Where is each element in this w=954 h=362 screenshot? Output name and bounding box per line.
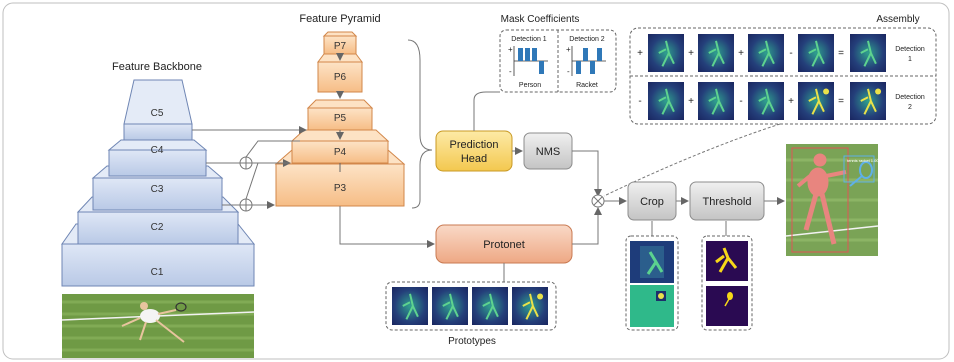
assembly-row1-result [850, 34, 886, 72]
assembly-row1-op-4: = [838, 48, 844, 59]
det1-plus-sign: + [508, 45, 513, 54]
pyramid-stack [274, 31, 406, 207]
det1-minus-sign: - [509, 67, 512, 76]
segmented-player [796, 153, 847, 245]
assembly-to-crop-connector [603, 123, 781, 197]
pyramid-label-p4: P4 [334, 147, 347, 158]
assembly-row2-op-3: + [788, 96, 794, 107]
mask-coefficients-panel: Detection 1 Detection 2 + - Person + - R… [499, 29, 617, 93]
prototypes-title: Prototypes [448, 336, 496, 347]
backbone-c2 [77, 211, 239, 245]
assembly-row1-map-4 [798, 34, 834, 72]
protonet-label: Protonet [483, 239, 525, 251]
backbone-label-c2: C2 [151, 222, 164, 233]
assembly-row1-op-1: + [688, 48, 694, 59]
assembly-row2-map-3 [748, 82, 784, 120]
threshold-module: Threshold [689, 181, 765, 221]
prediction-head-label-line2: Head [461, 153, 487, 165]
assembly-row2-op-1: + [688, 96, 694, 107]
feature-pyramid-title: Feature Pyramid [299, 13, 380, 25]
prototype-map-3 [472, 287, 508, 325]
assembly-row2-result [850, 82, 886, 120]
det2-coefficient-bars [576, 48, 602, 74]
pyramid-label-p6: P6 [334, 72, 347, 83]
backbone-label-c5: C5 [151, 108, 164, 119]
assembly-row2-op-4: = [838, 96, 844, 107]
backbone-c1 [61, 243, 255, 287]
threshold-thumbnails [701, 235, 753, 331]
nms-module: NMS [523, 132, 573, 170]
prototype-map-1 [392, 287, 428, 325]
lateral-connections [192, 126, 307, 209]
det1-coefficient-bars [518, 48, 544, 74]
assembly-row1-label-line2: 1 [908, 56, 912, 63]
flow-connectors [339, 91, 785, 282]
mask-coeff-detection2: Detection 2 [569, 36, 605, 43]
crop-thumb-racket [630, 285, 674, 327]
assembly-row2-op-0: - [638, 96, 641, 107]
pyramid-label-p3: P3 [334, 183, 347, 194]
threshold-thumb-racket [706, 286, 748, 326]
prediction-head-label-line1: Prediction [450, 139, 499, 151]
protonet-module: Protonet [435, 224, 573, 264]
assembly-row1-map-3 [748, 34, 784, 72]
multiply-node [591, 194, 605, 208]
mask-coeff-detection1: Detection 1 [511, 36, 547, 43]
pyramid-brace [407, 39, 433, 209]
mask-coeff-racket: Racket [576, 82, 598, 89]
backbone-label-c3: C3 [151, 184, 164, 195]
assembly-row1-op-3: - [789, 48, 792, 59]
assembly-row2-label-line2: 2 [908, 104, 912, 111]
assembly-title: Assembly [876, 14, 919, 25]
mask-coeff-person: Person [519, 82, 541, 89]
pyramid-label-p7: P7 [334, 41, 347, 52]
detection-box-label: tennis racket 1.00 [847, 158, 879, 163]
output-image: tennis racket 1.00 [785, 144, 879, 256]
sum-nodes [239, 156, 253, 212]
pyramid-labels: P7 P6 P5 P4 P3 [334, 41, 347, 194]
assembly-row1-map-2 [698, 34, 734, 72]
assembly-row2-op-2: - [739, 96, 742, 107]
backbone-c4 [108, 149, 207, 177]
player-figure [121, 302, 187, 343]
assembly-row1-map-1 [648, 34, 684, 72]
backbone-labels: C5 C4 C3 C2 C1 [151, 108, 164, 278]
assembly-row2-label-line1: Detection [895, 94, 925, 101]
assembly-row2-map-4 [798, 82, 834, 120]
feature-backbone-title: Feature Backbone [112, 61, 202, 73]
assembly-row2-map-2 [698, 82, 734, 120]
crop-module: Crop [627, 181, 677, 221]
backbone-label-c1: C1 [151, 267, 164, 278]
pyramid-p6 [317, 61, 363, 93]
backbone-c3 [92, 177, 223, 211]
threshold-label: Threshold [703, 196, 752, 208]
assembly-panel: + + + - = Detection 1 - + - + = Detection 2 [629, 27, 937, 125]
assembly-row2-map-1 [648, 82, 684, 120]
mask-coefficients-title: Mask Coefficients [501, 14, 580, 25]
prototype-map-2 [432, 287, 468, 325]
assembly-row1-op-2: + [738, 48, 744, 59]
backbone-c5 [123, 123, 193, 141]
det2-minus-sign: - [567, 67, 570, 76]
pyramid-label-p5: P5 [334, 113, 347, 124]
input-image [61, 294, 255, 358]
prototypes-panel: Prototypes [385, 281, 557, 347]
prediction-head-module: Prediction Head [435, 130, 513, 172]
crop-thumbnails [625, 235, 679, 331]
backbone-stack [61, 79, 256, 287]
nms-label: NMS [536, 146, 560, 158]
assembly-row1-label-line1: Detection [895, 46, 925, 53]
prototype-map-4 [512, 287, 548, 325]
crop-label: Crop [640, 196, 664, 208]
assembly-row1-op-0: + [637, 48, 643, 59]
det2-plus-sign: + [566, 45, 571, 54]
backbone-label-c4: C4 [151, 145, 164, 156]
